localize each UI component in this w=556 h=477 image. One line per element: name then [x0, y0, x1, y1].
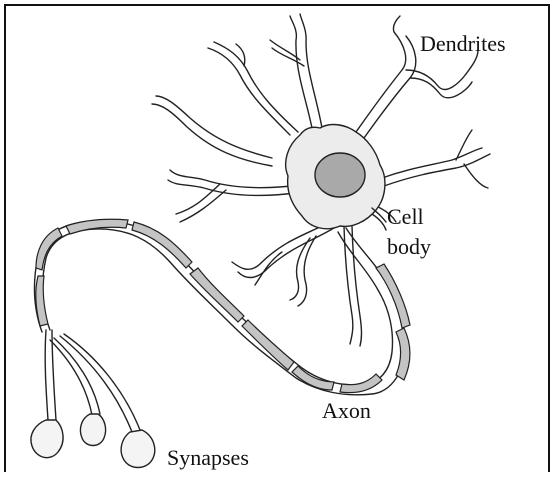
myelin-segment [66, 219, 128, 234]
myelin-segment [132, 222, 192, 268]
synapses-label: Synapses [167, 447, 249, 469]
myelin-segment [340, 374, 382, 393]
dendrite-branch [232, 222, 334, 306]
cell-body-label-line2: body [387, 236, 431, 258]
synapse-bulb [121, 430, 155, 468]
dendrite-branch [152, 96, 272, 166]
synapse-bulb [80, 414, 105, 446]
dendrites-label: Dendrites [420, 33, 506, 55]
nucleus [315, 153, 365, 197]
dendrite-branch [382, 130, 490, 188]
myelin-segment [396, 328, 410, 380]
axon-label: Axon [322, 400, 371, 422]
cell-body-label-line1: Cell [387, 206, 424, 228]
dendrite-branch [344, 226, 362, 346]
myelin-segment [242, 320, 294, 370]
myelin-segment [190, 268, 244, 322]
dendrite-branch [270, 14, 322, 128]
synapse-bulb [31, 420, 63, 458]
myelin-segment [36, 228, 62, 270]
dendrite-branch [168, 170, 302, 222]
myelin-segment [292, 366, 334, 390]
axon [35, 221, 405, 395]
